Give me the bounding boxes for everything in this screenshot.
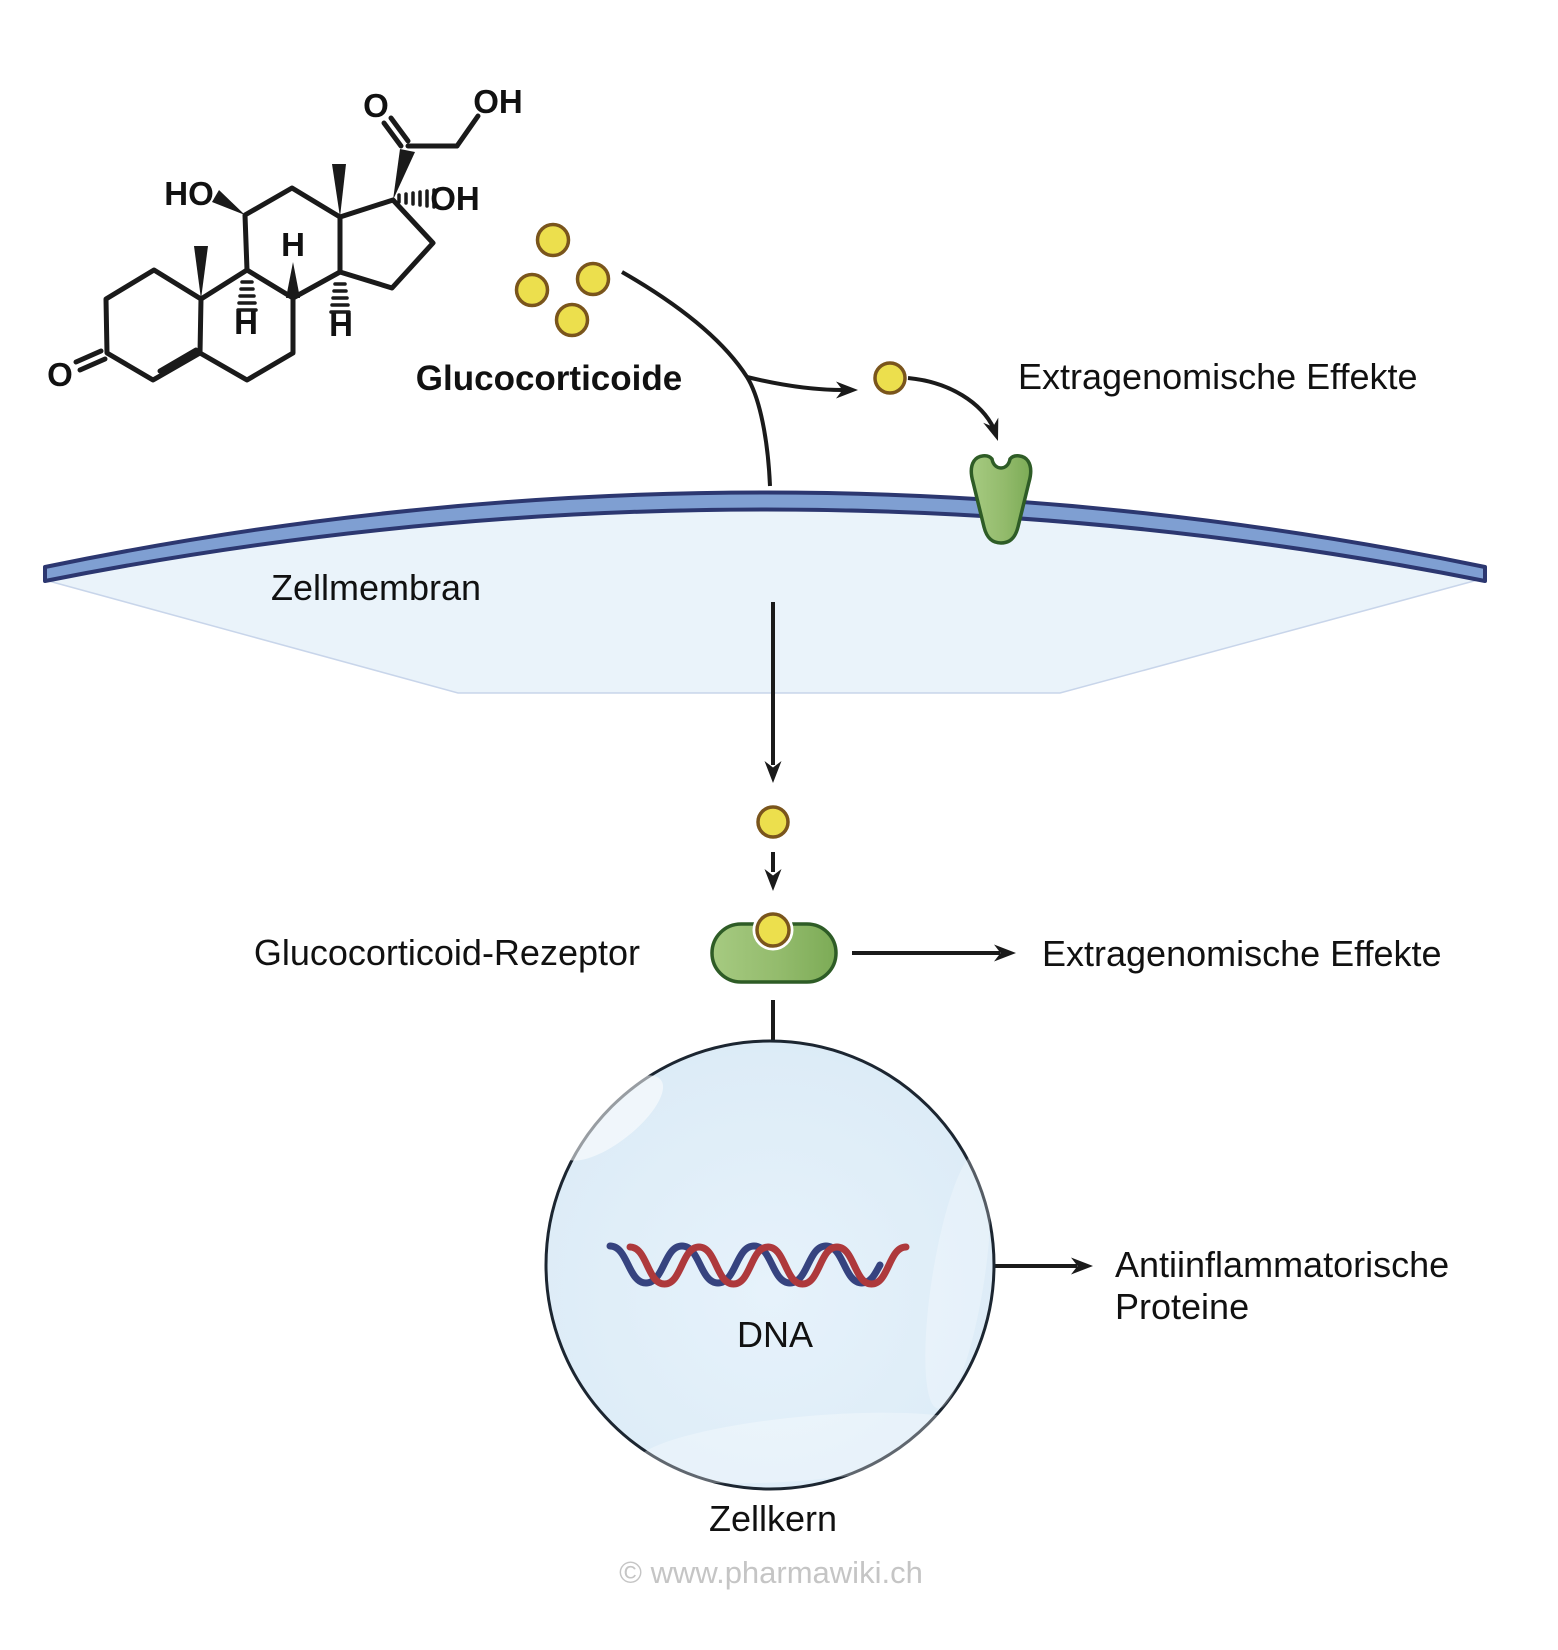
cortisol-structure-icon bbox=[73, 113, 481, 383]
nucleus-sheen-right bbox=[925, 1151, 991, 1409]
antiinflammatory-proteins-label: Antiinflammatorische Proteine bbox=[1115, 1244, 1449, 1328]
atom-label-h-c9: H bbox=[234, 304, 258, 341]
glucocorticoid-receptor-label: Glucocorticoid-Rezeptor bbox=[253, 932, 640, 973]
antiinflammatory-proteins-line1: Antiinflammatorische bbox=[1115, 1244, 1450, 1285]
dna-helix-icon bbox=[606, 1242, 910, 1288]
molecule-icon bbox=[554, 302, 590, 338]
stereo-wedges bbox=[194, 149, 415, 299]
membrane-band bbox=[43, 490, 1487, 583]
extragenomic-effects-top-label: Extragenomische Effekte bbox=[1018, 356, 1418, 397]
atom-label-o-ketone: O bbox=[47, 356, 73, 393]
glucocorticoide-title: Glucocorticoide bbox=[415, 359, 683, 398]
molecule-icon bbox=[514, 272, 550, 308]
dna-label: DNA bbox=[736, 1314, 814, 1355]
dna-strand-blue bbox=[606, 1242, 884, 1287]
cytosol-molecule-icon bbox=[756, 805, 790, 839]
hashed-bonds bbox=[236, 188, 436, 314]
flow-arrows bbox=[621, 270, 1093, 1275]
curve-to-membrane bbox=[621, 270, 772, 487]
molecule-icon bbox=[535, 222, 571, 258]
free-molecule-icon bbox=[873, 361, 907, 395]
bound-molecule-icon bbox=[755, 912, 791, 948]
nucleus-highlight bbox=[560, 1075, 664, 1161]
zellmembran-label: Zellmembran bbox=[270, 567, 482, 608]
glucocorticoid-molecules bbox=[514, 222, 611, 338]
extragenomic-effects-bottom-label: Extragenomische Effekte bbox=[1042, 933, 1442, 974]
arrowheads bbox=[764, 381, 1093, 1275]
zellkern-label: Zellkern bbox=[708, 1498, 838, 1539]
atom-label-ho: HO bbox=[164, 175, 214, 212]
atom-label-oh-c17: OH bbox=[430, 180, 480, 217]
atom-label-h-c8: H bbox=[281, 226, 305, 263]
dna-strand-red bbox=[626, 1243, 910, 1288]
copyright-watermark: © www.pharmawiki.ch bbox=[619, 1555, 923, 1590]
molecule-icon bbox=[575, 261, 611, 297]
atom-label-oh-top: OH bbox=[473, 83, 523, 120]
antiinflammatory-proteins-line2: Proteine bbox=[1115, 1286, 1250, 1327]
membrane-receptor-icon bbox=[969, 454, 1033, 545]
glucocorticoid-receptor-icon bbox=[710, 909, 838, 984]
curve-to-membrane-receptor bbox=[907, 376, 996, 430]
curve-to-free-molecule bbox=[746, 375, 844, 392]
atom-label-o-top: O bbox=[363, 87, 389, 124]
nucleus-sheen-bottom bbox=[635, 1412, 985, 1484]
cell-membrane bbox=[43, 490, 1487, 694]
atom-label-h-c14: H bbox=[329, 306, 353, 343]
